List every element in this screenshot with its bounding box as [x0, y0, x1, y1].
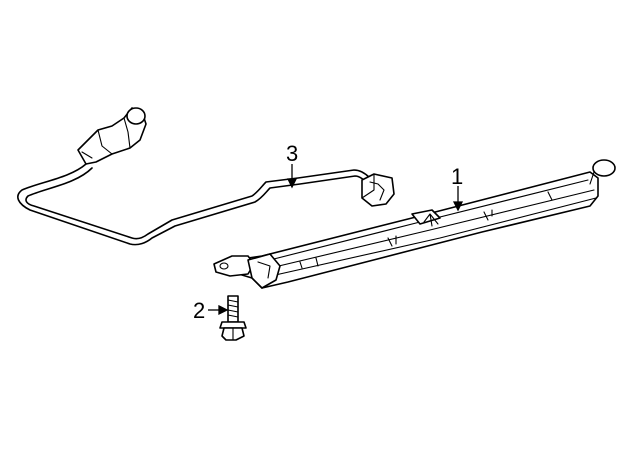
- callout-1: 1: [451, 164, 463, 189]
- spoiler-lamp-icon: [213, 159, 616, 289]
- callout-3: 3: [286, 141, 298, 166]
- callout-2: 2: [193, 298, 205, 323]
- bolt-icon: [219, 295, 247, 341]
- wire-harness-icon: [17, 107, 395, 246]
- callout-leaders: [208, 164, 464, 316]
